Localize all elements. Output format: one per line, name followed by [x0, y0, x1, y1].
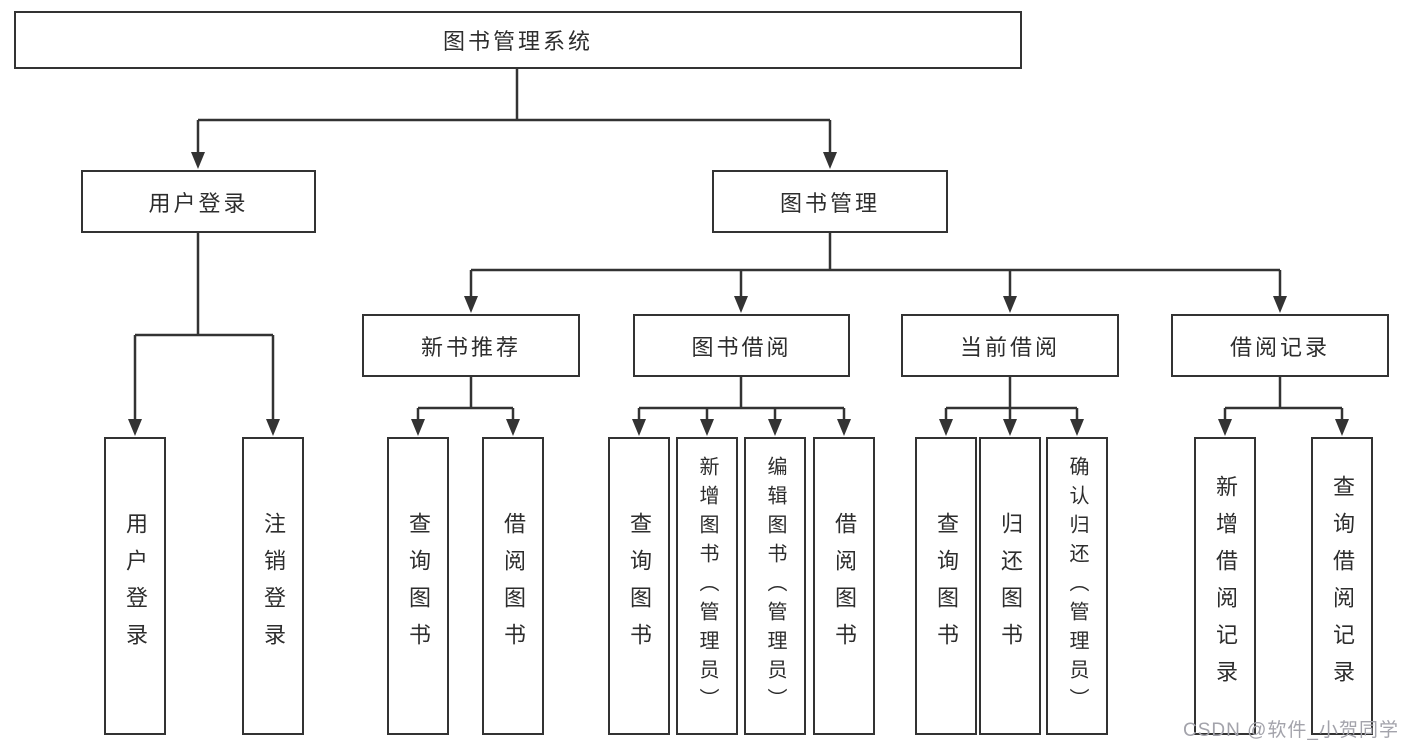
leaf-label: 注销登录 — [261, 512, 286, 660]
leaf-label: 新增图书（管理员） — [696, 455, 718, 717]
leaf-label: 新增借阅记录 — [1213, 475, 1238, 697]
leaf-label: 借阅图书 — [832, 512, 857, 660]
node-book-management: 图书管理 — [712, 170, 948, 233]
leaf-label: 编辑图书（管理员） — [764, 455, 786, 717]
leaf-label: 归还图书 — [998, 512, 1023, 660]
node-current-borrowing: 当前借阅 — [901, 314, 1119, 377]
leaf-confirm-return-admin: 确认归还（管理员） — [1046, 437, 1108, 735]
leaf-borrow-books-recommend: 借阅图书 — [482, 437, 544, 735]
leaf-label: 用户登录 — [123, 512, 148, 660]
leaf-label: 借阅图书 — [501, 512, 526, 660]
node-label: 图书管理系统 — [442, 29, 593, 54]
node-label: 图书借阅 — [691, 334, 792, 360]
leaf-label: 确认归还（管理员） — [1066, 455, 1088, 717]
node-borrowing-records: 借阅记录 — [1171, 314, 1389, 377]
leaf-query-books-recommend: 查询图书 — [387, 437, 449, 735]
leaf-edit-books-admin: 编辑图书（管理员） — [744, 437, 806, 735]
leaf-borrow-books-borrowing: 借阅图书 — [813, 437, 875, 735]
leaf-query-borrow-record: 查询借阅记录 — [1311, 437, 1373, 735]
leaf-add-borrow-record: 新增借阅记录 — [1194, 437, 1256, 735]
leaf-return-books: 归还图书 — [979, 437, 1041, 735]
csdn-watermark: CSDN @软件_小贺同学 — [1183, 720, 1399, 741]
leaf-query-books-borrowing: 查询图书 — [608, 437, 670, 735]
leaf-label: 查询图书 — [406, 512, 431, 660]
leaf-user-login: 用户登录 — [104, 437, 166, 735]
node-label: 当前借阅 — [959, 334, 1060, 360]
leaf-label: 查询借阅记录 — [1330, 475, 1355, 697]
leaf-query-books-current: 查询图书 — [915, 437, 977, 735]
node-user-login: 用户登录 — [81, 170, 316, 233]
node-library-management-system: 图书管理系统 — [14, 11, 1022, 69]
node-new-book-recommendation: 新书推荐 — [362, 314, 580, 377]
node-book-borrowing: 图书借阅 — [633, 314, 850, 377]
node-label: 图书管理 — [779, 190, 880, 216]
node-label: 新书推荐 — [420, 334, 521, 360]
leaf-label: 查询图书 — [934, 512, 959, 660]
leaf-logout: 注销登录 — [242, 437, 304, 735]
node-label: 借阅记录 — [1229, 334, 1330, 360]
node-label: 用户登录 — [148, 190, 249, 216]
leaf-add-books-admin: 新增图书（管理员） — [676, 437, 738, 735]
leaf-label: 查询图书 — [627, 512, 652, 660]
